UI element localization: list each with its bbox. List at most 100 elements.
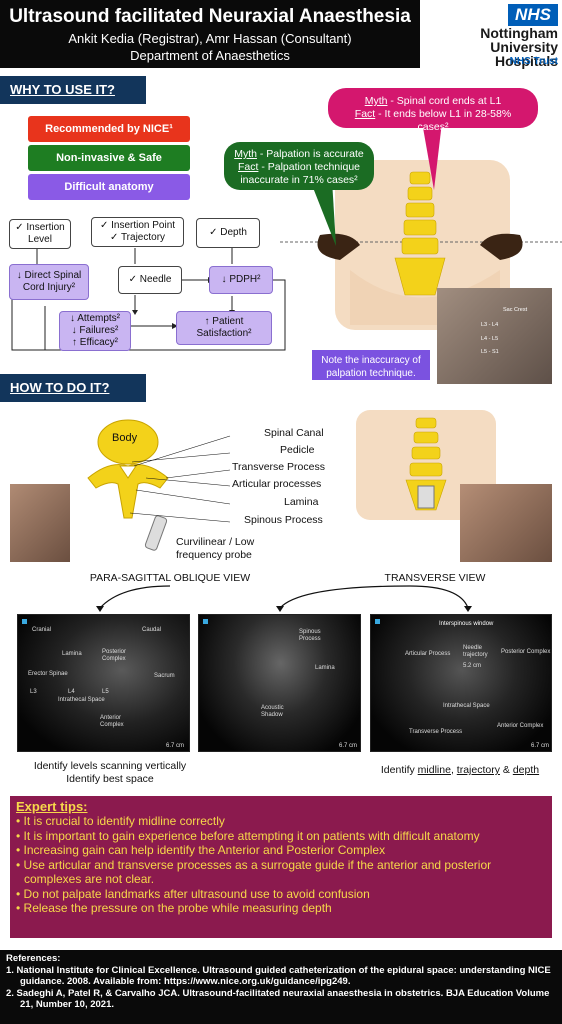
label-transverse-process: Transverse Process	[232, 461, 325, 473]
vertebra-body-label: Body	[112, 432, 138, 444]
label-probe: Curvilinear / Low frequency probe	[176, 536, 255, 561]
myth1-text: - Spinal cord ends at L1	[387, 95, 502, 107]
flow-pdph: ↓ PDPH²	[209, 266, 273, 294]
flow-insertion-point-text: ✓ Insertion Point	[99, 220, 176, 231]
tips-heading: Expert tips:	[16, 799, 88, 814]
header-banner: Ultrasound facilitated Neuraxial Anaesth…	[0, 0, 420, 68]
palpation-photo: Sac Crest L3 - L4 L4 - L5 L5 - S1	[437, 288, 552, 384]
us3-interspinous-window: Interspinous window	[439, 621, 494, 627]
us1-scale: 6.7 cm	[166, 743, 185, 749]
tip-item: • Use articular and transverse processes…	[16, 857, 492, 887]
label-spinal-canal: Spinal Canal	[264, 427, 324, 439]
myth2-text: - Palpation is accurate	[256, 148, 364, 160]
photo-label-l3l4: L3 - L4	[481, 322, 499, 328]
caption-right-pre: Identify	[380, 764, 418, 776]
us1-lamina: Lamina	[62, 651, 82, 657]
label-spinous-process: Spinous Process	[244, 514, 323, 526]
fact1-text: - It ends below L1 in 28-58% cases²	[375, 108, 512, 133]
fact1-label: Fact	[354, 108, 376, 120]
ultrasound-transverse-interspinous: Interspinous window Articular Process Ne…	[370, 614, 552, 752]
vertebra-diagram	[87, 419, 231, 551]
us3-scale: 6.7 cm	[531, 743, 550, 749]
how-heading: HOW TO DO IT?	[0, 374, 146, 402]
flow-insertion-level: ✓ Insertion Level	[9, 219, 71, 249]
us2-lamina: Lamina	[315, 665, 335, 671]
view-transverse: TRANSVERSE VIEW	[384, 572, 486, 584]
caption-sep2: &	[499, 764, 513, 776]
us3-intrathecal: Intrathecal Space	[443, 703, 490, 709]
us3-needle-trajectory: Needle trajectory	[463, 645, 488, 658]
us3-anterior-complex: Anterior Complex	[497, 723, 544, 729]
us3-articular-process: Articular Process	[405, 651, 451, 657]
reference-item: 2. Sadeghi A, Patel R, & Carvalho JCA. U…	[6, 987, 550, 1011]
photo-label-sac-crest: Sac Crest	[503, 307, 528, 313]
flow-direct-injury: ↓ Direct Spinal Cord Injury²	[9, 264, 89, 300]
flow-needle: ✓ Needle	[118, 266, 182, 294]
label-pedicle: Pedicle	[280, 444, 315, 456]
pink-bubble-tail	[422, 122, 442, 190]
us1-erector-spinae: Erector Spinae	[28, 671, 68, 677]
us1-caudal: Caudal	[142, 627, 162, 633]
tip-item: • Increasing gain can help identify the …	[16, 843, 386, 857]
myth-palpation: Myth - Palpation is accurate Fact - Palp…	[224, 142, 374, 190]
expert-tips-panel: Expert tips: • It is crucial to identify…	[10, 796, 552, 938]
photo-label-l4l5: L4 - L5	[481, 336, 499, 342]
references-heading: References:	[6, 953, 61, 964]
flow-depth: ✓ Depth	[196, 218, 260, 248]
transverse-probe-icon	[417, 485, 435, 509]
tip-item: • Release the pressure on the probe whil…	[16, 901, 332, 915]
myth2-label: Myth	[234, 148, 257, 160]
caption-midline: midline	[417, 764, 451, 776]
caption-left-line2: Identify best space	[66, 773, 154, 785]
caption-sep1: ,	[450, 764, 457, 776]
caption-left: Identify levels scanning vertically Iden…	[10, 760, 210, 786]
ultrasound-transverse-spinous: Spinous Process Lamina Acoustic Shadow 6…	[198, 614, 361, 752]
fact2-text: - Palpation technique inaccurate in 71% …	[240, 161, 360, 186]
ultrasound-parasagittal: Cranial Caudal Lamina Posterior Complex …	[17, 614, 190, 752]
us1-anterior-complex: Anterior Complex	[100, 715, 124, 728]
left-hand-icon	[317, 233, 360, 260]
us2-acoustic-shadow: Acoustic Shadow	[261, 705, 284, 718]
fact2-label: Fact	[238, 161, 259, 173]
hospital-name: Nottingham University Hospitals	[424, 26, 558, 68]
nhs-logo: NHS	[508, 4, 558, 26]
us1-sacrum: Sacrum	[154, 673, 175, 679]
authors: Ankit Kedia (Registrar), Amr Hassan (Con…	[68, 31, 352, 46]
caption-right: Identify midline, trajectory & depth	[360, 764, 560, 776]
reference-item: 1. National Institute for Clinical Excel…	[6, 964, 551, 988]
flow-trajectory-text: ✓ Trajectory	[109, 232, 166, 243]
us2-scale: 6.7 cm	[339, 743, 358, 749]
us3-transverse-process: Transverse Process	[409, 729, 463, 735]
probe-photo-left	[10, 484, 70, 562]
us2-spinous-process: Spinous Process	[299, 629, 321, 642]
probe-icon	[144, 515, 168, 551]
department: Department of Anaesthetics	[130, 48, 290, 63]
us1-cranial: Cranial	[32, 627, 52, 633]
flow-failures-text: ↓ Failures²	[71, 325, 119, 336]
caption-trajectory: trajectory	[456, 764, 500, 776]
view-para-sagittal: PARA-SAGITTAL OBLIQUE VIEW	[89, 572, 251, 584]
us1-intrathecal: Intrathecal Space	[58, 697, 105, 703]
caption-depth: depth	[512, 764, 540, 776]
flow-efficacy-text: ↑ Efficacy²	[72, 337, 118, 348]
us1-posterior-complex: Posterior Complex	[102, 649, 127, 662]
trust-label: NHS Trust	[509, 56, 558, 67]
us3-depth: 5.2 cm	[463, 663, 482, 669]
flow-attempts-text: ↓ Attempts²	[69, 313, 120, 324]
caption-left-line1: Identify levels scanning vertically	[33, 760, 187, 772]
pill-safe: Non-invasive & Safe	[28, 145, 190, 171]
tip-item: • It is crucial to identify midline corr…	[16, 814, 225, 828]
photo-label-l5s1: L5 - S1	[481, 349, 499, 355]
view-arrows	[96, 585, 472, 612]
why-heading: WHY TO USE IT?	[0, 76, 146, 104]
pill-anatomy: Difficult anatomy	[28, 174, 190, 200]
us1-l3: L3	[30, 689, 37, 695]
label-lamina: Lamina	[284, 496, 319, 508]
flow-satisfaction: ↑ Patient Satisfaction²	[176, 311, 272, 345]
right-hand-icon	[480, 233, 523, 260]
us1-l5: L5	[102, 689, 109, 695]
hospital-name-line2: University Hospitals	[490, 39, 558, 69]
poster-title: Ultrasound facilitated Neuraxial Anaesth…	[9, 6, 411, 27]
pill-nice: Recommended by NICE¹	[28, 116, 190, 142]
references-panel: References: 1. National Institute for Cl…	[0, 950, 562, 1024]
